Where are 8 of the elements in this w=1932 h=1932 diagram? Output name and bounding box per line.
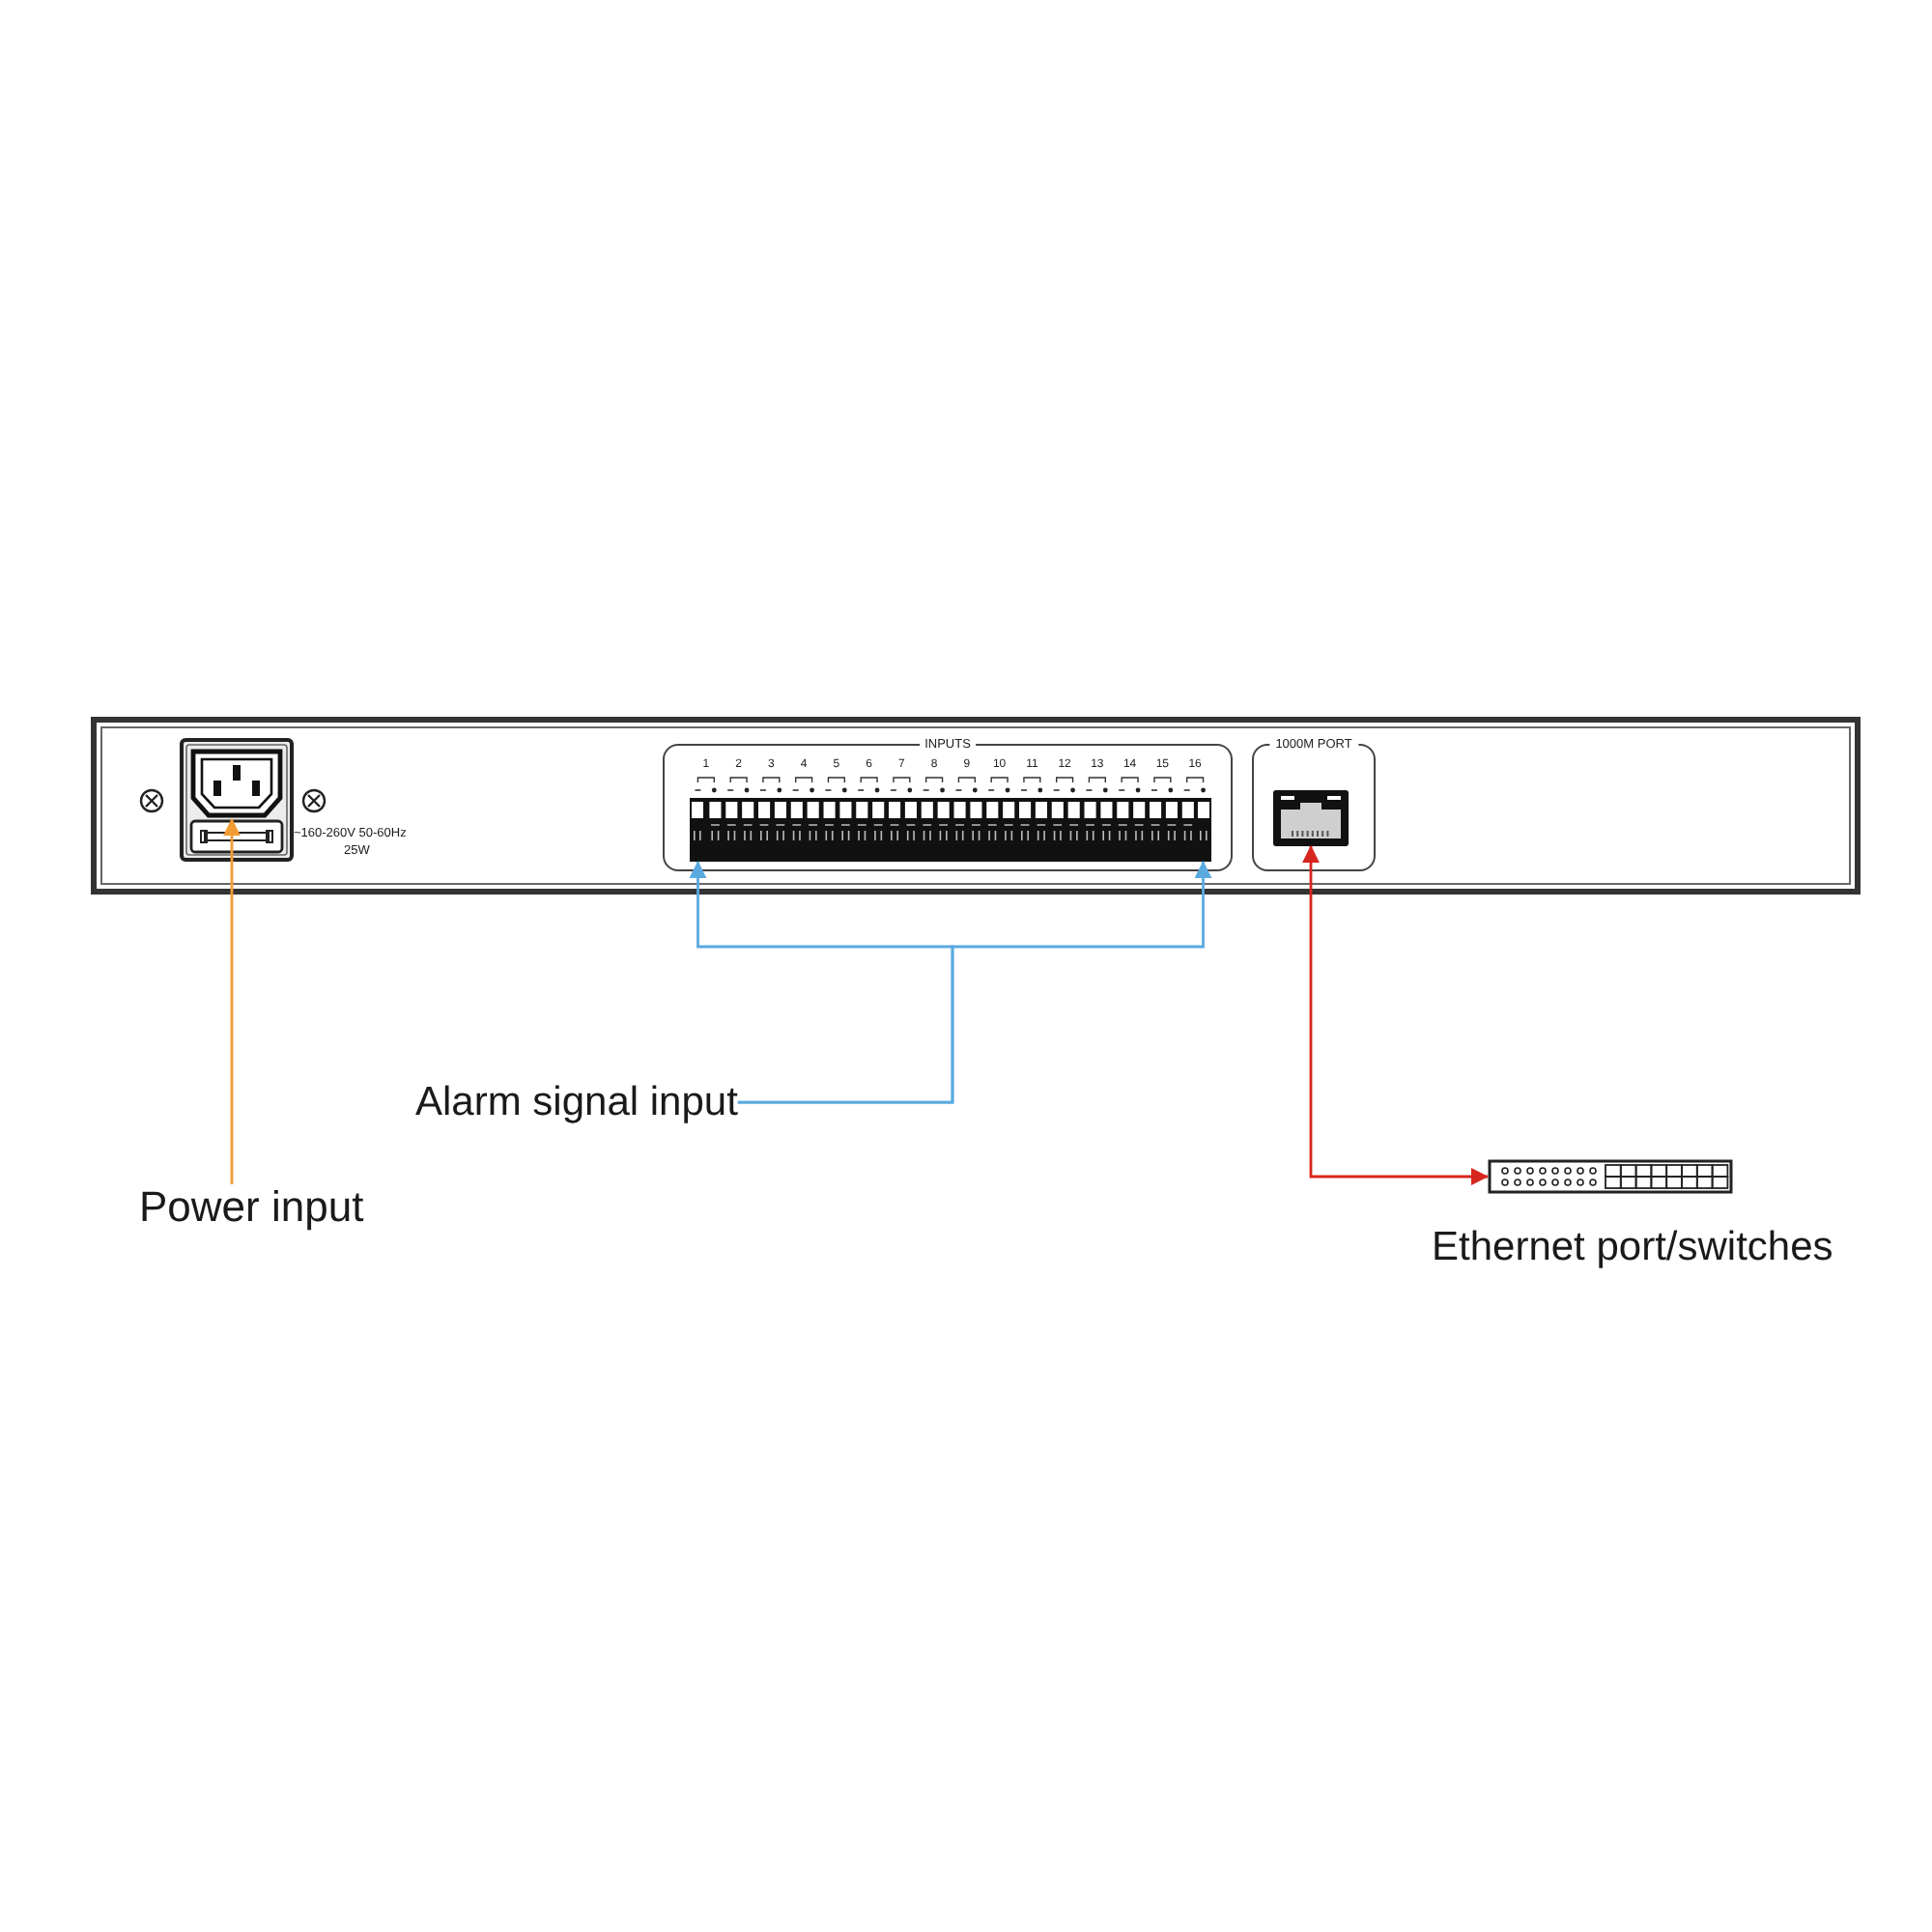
leader-line — [737, 861, 1212, 1104]
rear-panel — [91, 717, 1861, 895]
caption-text: Ethernet port/switches — [1432, 1225, 1833, 1270]
leader-line — [223, 818, 241, 1184]
leader-line — [1302, 845, 1489, 1185]
screw-terminal — [690, 798, 706, 862]
callout-label: Power input — [139, 1184, 364, 1232]
callout-label: Alarm signal input — [415, 1080, 738, 1125]
